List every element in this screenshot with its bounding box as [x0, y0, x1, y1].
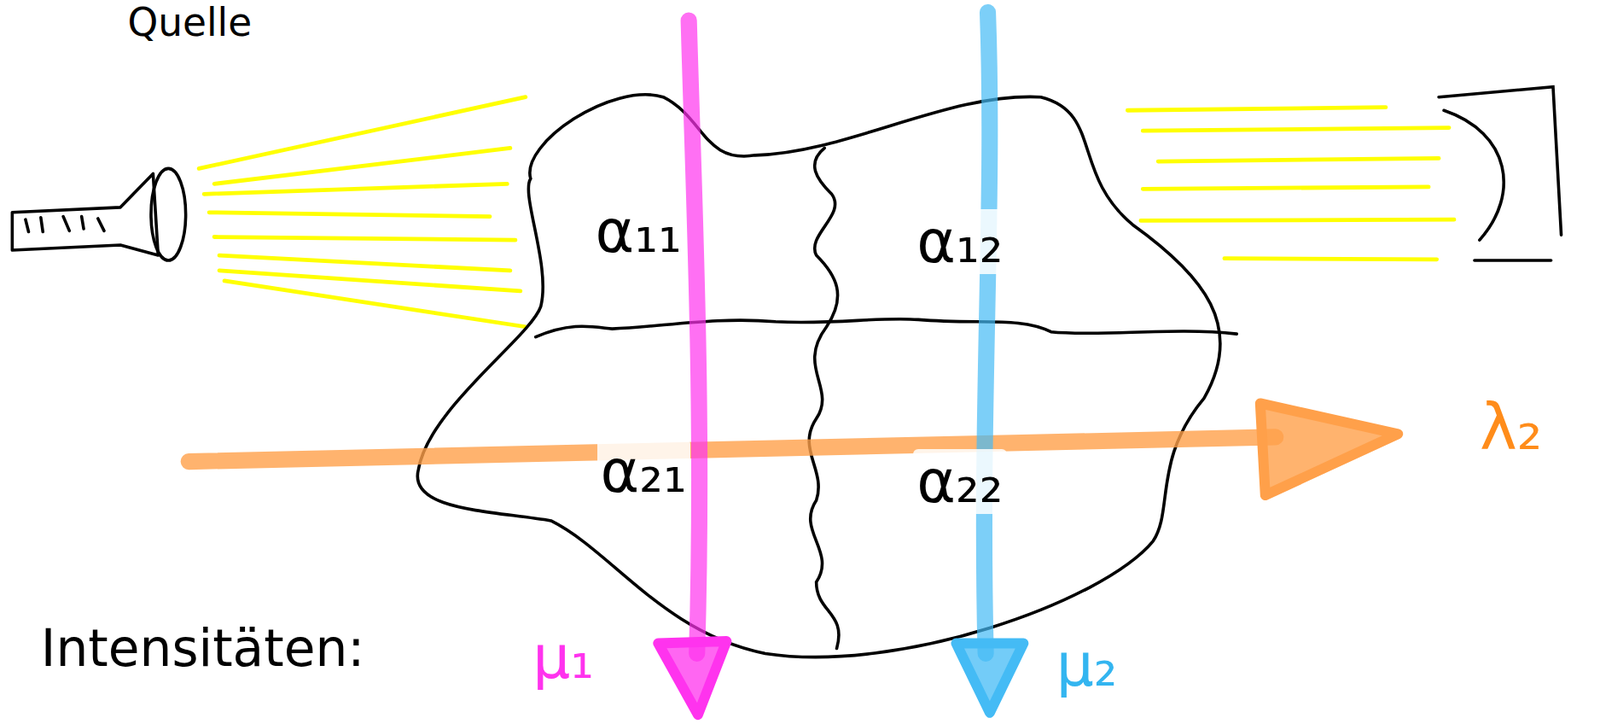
wavelength-label: λ₂: [1479, 392, 1543, 463]
beam: [188, 402, 1398, 495]
cell-label: α₁₂: [913, 209, 1007, 274]
light-rays: [198, 97, 526, 327]
source-label: Quelle: [127, 1, 252, 45]
wavy-divider: [535, 319, 1238, 338]
cell-label: α₂₁: [597, 438, 691, 504]
absorption-cell: α₁₂: [913, 209, 1007, 274]
cell-label: α₂₂: [913, 448, 1007, 514]
absorption-cell: α₂₂: [913, 448, 1007, 514]
beam: [955, 11, 1024, 712]
light-rays: [1127, 107, 1455, 260]
coefficient-label: μ₂: [1056, 632, 1118, 698]
absorption-cell: α₁₁: [592, 198, 686, 264]
sample-outline: [417, 94, 1237, 658]
coefficient-label: μ₁: [532, 624, 594, 690]
beam: [657, 20, 727, 715]
section-label: Intensitäten:: [40, 620, 366, 677]
detector: [1438, 87, 1561, 261]
absorption-cell: α₂₁: [597, 438, 691, 504]
wavy-divider: [808, 147, 839, 648]
cell-label: α₁₁: [592, 198, 686, 264]
flashlight: [11, 168, 186, 261]
